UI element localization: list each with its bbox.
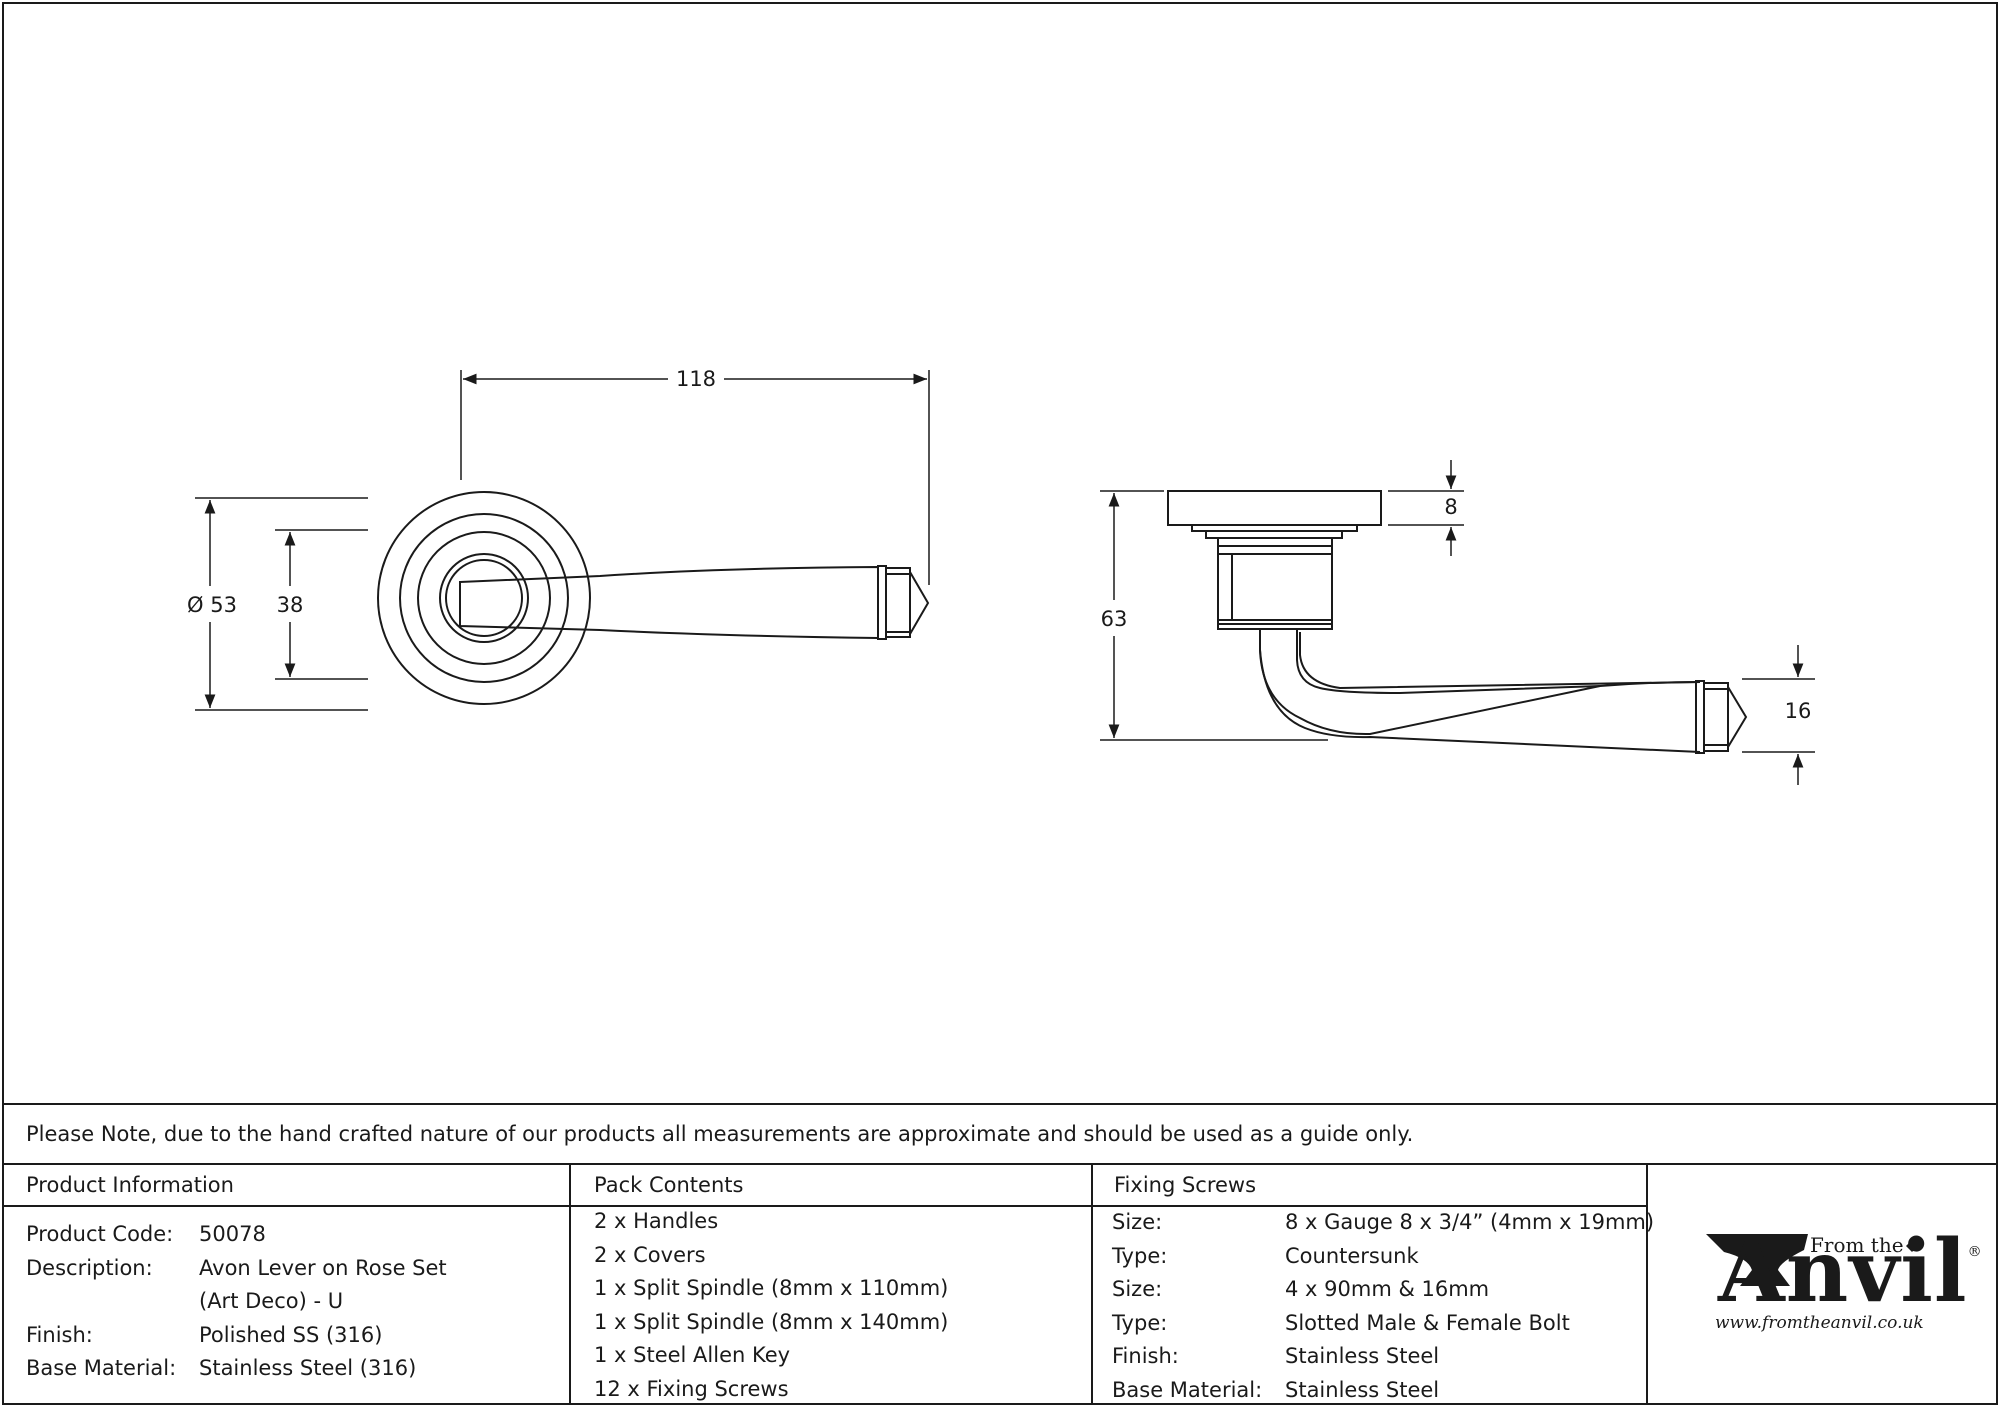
fixing-screws-values: 8 x Gauge 8 x 3/4” (4mm x 19mm) Counters… <box>1285 1206 1654 1407</box>
fixing-screws-heading: Fixing Screws <box>1114 1173 1257 1197</box>
product-info-value: Polished SS (316) <box>199 1322 383 1347</box>
side-tip <box>1727 686 1748 748</box>
fixing-value: Countersunk <box>1285 1243 1419 1268</box>
fixing-label: Finish: <box>1112 1344 1179 1368</box>
rose-step-ring <box>417 531 551 665</box>
rose-boss-inner <box>445 559 523 637</box>
pack-item: 2 x Covers <box>594 1242 706 1267</box>
product-info-values: 50078 Avon Lever on Rose Set (Art Deco) … <box>199 1218 447 1386</box>
diamond-mark <box>1906 1240 1918 1252</box>
logo-word: Anvil® <box>1718 1222 1983 1322</box>
lever-tip <box>909 571 930 635</box>
dim-rose-diameter: Ø 53 <box>187 593 237 617</box>
product-info-label <box>26 1285 176 1319</box>
fixing-label: Type: <box>1112 1310 1168 1335</box>
side-dimensions <box>1100 460 1815 785</box>
product-info-heading: Product Information <box>26 1173 234 1197</box>
spindle-housing <box>1217 553 1333 621</box>
measurement-note: Please Note, due to the hand crafted nat… <box>26 1122 1414 1146</box>
pack-contents-heading: Pack Contents <box>594 1173 744 1197</box>
dim-height: 63 <box>1101 607 1128 631</box>
product-info-label: Description: <box>26 1255 153 1280</box>
rose-boss-outer <box>439 553 529 643</box>
product-info-value: Stainless Steel (316) <box>199 1356 417 1380</box>
pack-contents-list: 2 x Handles 2 x Covers 1 x Split Spindle… <box>594 1205 948 1406</box>
logo-top-text: From the <box>1810 1233 1904 1257</box>
rose-outer-ring <box>377 491 591 705</box>
fixing-value: Slotted Male & Female Bolt <box>1285 1310 1570 1335</box>
registered-mark: ® <box>1967 1244 1983 1260</box>
fixing-label: Base Material: <box>1112 1377 1263 1402</box>
logo-url: www.fromtheanvil.co.uk <box>1715 1313 1924 1333</box>
pack-item: 2 x Handles <box>594 1209 719 1233</box>
front-view <box>377 491 930 705</box>
fixing-screws-labels: Size: Type: Size: Type: Finish: Base Mat… <box>1112 1206 1262 1407</box>
dim-lever-tip: 16 <box>1785 699 1812 723</box>
dim-width: 118 <box>676 367 716 391</box>
fixing-value: 4 x 90mm & 16mm <box>1285 1277 1490 1301</box>
dim-rose-thickness: 8 <box>1444 495 1457 519</box>
side-view <box>1167 490 1748 754</box>
fixing-label: Type: <box>1112 1243 1168 1268</box>
product-info-value: (Art Deco) - U <box>199 1289 344 1313</box>
rose-plate <box>1167 490 1382 526</box>
product-info-label: Product Code: <box>26 1222 174 1246</box>
product-info-value: Avon Lever on Rose Set <box>199 1255 447 1280</box>
pack-item: 1 x Steel Allen Key <box>594 1343 791 1367</box>
product-info-label: Finish: <box>26 1322 93 1347</box>
anvil-logo-icon <box>1706 1234 1918 1286</box>
product-info-labels: Product Code: Description: Finish: Base … <box>26 1218 176 1386</box>
product-info-value: 50078 <box>199 1222 266 1246</box>
fixing-label: Size: <box>1112 1277 1163 1301</box>
front-dimensions <box>195 370 930 711</box>
fixing-value: Stainless Steel <box>1285 1344 1440 1368</box>
pack-item: 12 x Fixing Screws <box>594 1376 789 1401</box>
fixing-value: Stainless Steel <box>1285 1377 1440 1402</box>
fixing-value: 8 x Gauge 8 x 3/4” (4mm x 19mm) <box>1285 1210 1655 1234</box>
fixing-label: Size: <box>1112 1210 1163 1234</box>
product-info-label: Base Material: <box>26 1356 177 1380</box>
lever-collar <box>877 565 887 640</box>
logo-word-text: Anvil <box>1718 1221 1968 1322</box>
rose-middle-ring <box>399 513 569 683</box>
pack-item: 1 x Split Spindle (8mm x 140mm) <box>594 1309 949 1334</box>
lever-underside <box>1259 649 1701 753</box>
lever-neck-top <box>1259 629 1701 736</box>
side-collar <box>1695 680 1705 754</box>
pack-item: 1 x Split Spindle (8mm x 110mm) <box>594 1276 949 1300</box>
lever-collar-2 <box>885 567 911 638</box>
dim-inner-rose: 38 <box>277 593 304 617</box>
